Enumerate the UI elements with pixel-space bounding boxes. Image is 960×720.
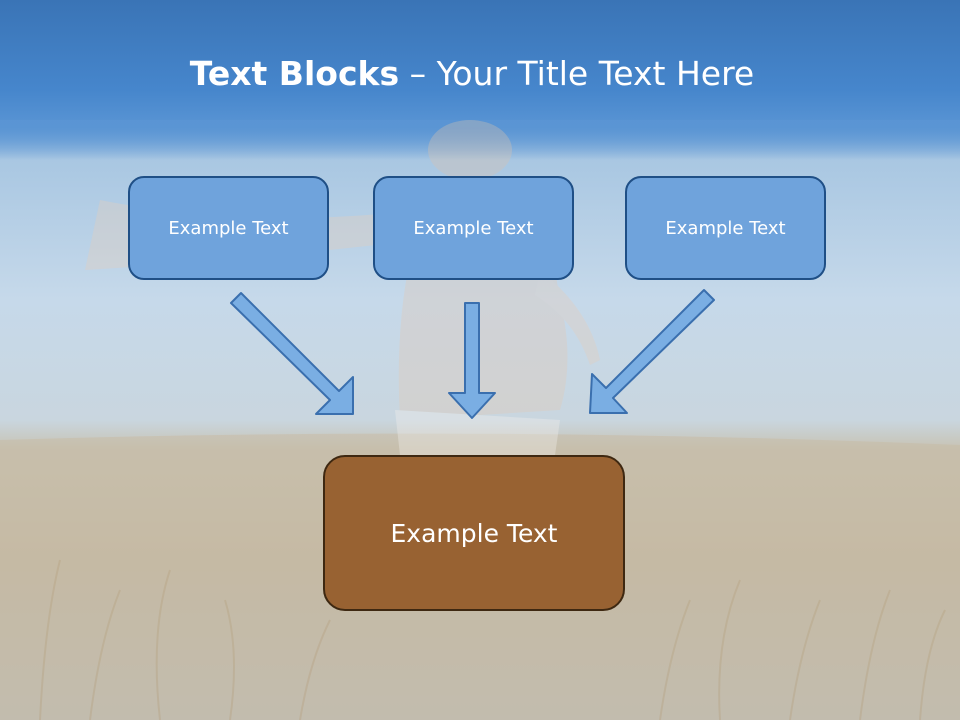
text-block-top-right-label: Example Text	[665, 217, 786, 239]
text-block-top-left[interactable]: Example Text	[128, 176, 329, 280]
title-bold: Text Blocks	[189, 54, 400, 93]
text-block-top-right[interactable]: Example Text	[625, 176, 826, 280]
wheat-field	[39, 559, 946, 720]
text-block-top-left-label: Example Text	[168, 217, 289, 239]
title-separator: –	[399, 54, 437, 93]
text-block-top-middle-label: Example Text	[413, 217, 534, 239]
text-block-top-middle[interactable]: Example Text	[373, 176, 574, 280]
text-block-bottom[interactable]: Example Text	[323, 455, 625, 611]
title-rest: Your Title Text Here	[436, 54, 755, 93]
header-band	[0, 0, 960, 128]
slide-title: Text Blocks – Your Title Text Here	[0, 52, 944, 96]
text-block-bottom-label: Example Text	[390, 518, 558, 548]
figure-silhouette	[85, 120, 600, 455]
header-fade	[0, 120, 960, 160]
